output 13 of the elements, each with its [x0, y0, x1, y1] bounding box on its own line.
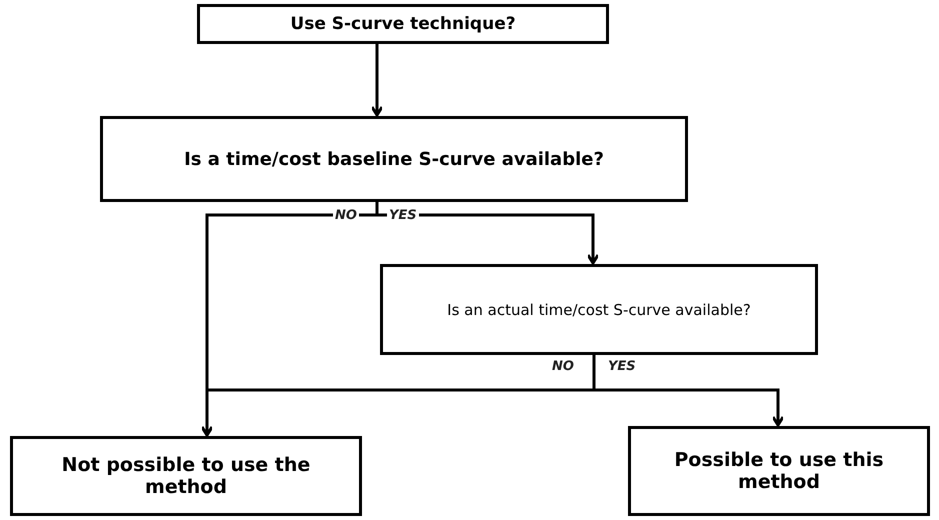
node-text: Is a time/cost baseline S-curve available? [184, 148, 604, 170]
node-text: Is an actual time/cost S-curve available? [447, 300, 751, 318]
outcome-box [10, 436, 362, 516]
arrow [370, 44, 384, 116]
decision-box [100, 116, 688, 202]
decision-box [380, 264, 818, 355]
arrow [592, 355, 784, 426]
node-text: Not possible to use the method [60, 454, 312, 498]
node-text: Use S-curve technique? [290, 14, 516, 34]
arrow [376, 202, 600, 264]
process-box [197, 4, 609, 44]
node-text: Possible to use this method [673, 449, 885, 493]
outcome-box [628, 426, 930, 516]
